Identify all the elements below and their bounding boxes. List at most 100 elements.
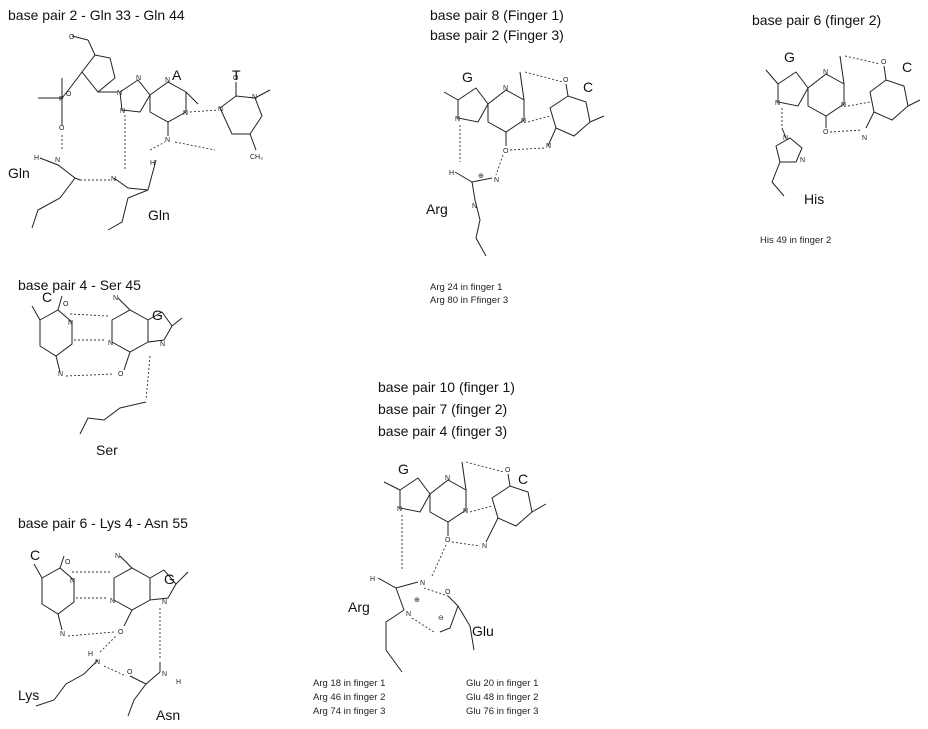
panel-his: base pair 6 (finger 2) N N N O G O N C	[752, 12, 921, 246]
svg-text:H: H	[449, 170, 454, 177]
base-c-label: C	[583, 79, 593, 95]
panel-title-2: base pair 2 (Finger 3)	[430, 27, 564, 43]
glu-label: Glu	[472, 623, 494, 639]
svg-text:H: H	[88, 651, 93, 658]
svg-text:O: O	[69, 34, 75, 41]
panel-title-3: base pair 4 (finger 3)	[378, 423, 507, 439]
gln-left-label: Gln	[8, 165, 30, 181]
svg-text:N: N	[162, 599, 167, 606]
svg-text:O: O	[503, 148, 509, 155]
svg-text:N: N	[136, 75, 141, 82]
svg-text:⊕: ⊕	[414, 597, 420, 604]
arg-note-3: Arg 74 in finger 3	[313, 706, 385, 717]
svg-text:⊕: ⊕	[478, 173, 484, 180]
glu-note-1: Glu 20 in finger 1	[466, 678, 538, 689]
note-2: Arg 80 in Ffinger 3	[430, 295, 508, 306]
arg-label: Arg	[426, 201, 448, 217]
base-g-label: G	[164, 571, 175, 587]
guanine: N N N O G	[383, 461, 468, 544]
note-1: Arg 24 in finger 1	[430, 282, 502, 293]
svg-text:O: O	[63, 301, 69, 308]
cytosine: O N C	[482, 467, 547, 550]
base-c-label: C	[518, 471, 528, 487]
gln-left: H N Gln	[8, 155, 81, 229]
svg-text:N: N	[68, 320, 73, 327]
svg-text:O: O	[118, 629, 124, 636]
guanine: N N O N G	[110, 553, 189, 636]
panel-title: base pair 6 (finger 2)	[752, 12, 881, 28]
svg-text:N: N	[823, 69, 828, 76]
panel-gln: base pair 2 - Gln 33 - Gln 44 P O O O N …	[8, 7, 271, 231]
svg-text:N: N	[521, 118, 526, 125]
panel-title: base pair 4 - Ser 45	[18, 277, 141, 293]
svg-text:N: N	[165, 137, 170, 144]
svg-text:O: O	[881, 59, 887, 66]
svg-text:N: N	[117, 90, 122, 97]
svg-text:O: O	[118, 371, 124, 378]
adenine: N N N N N N A	[117, 67, 199, 144]
base-c-label: C	[30, 547, 40, 563]
base-c-label: C	[42, 289, 52, 305]
svg-text:N: N	[482, 543, 487, 550]
svg-text:O: O	[445, 537, 451, 544]
cytosine: O N C	[546, 77, 605, 150]
svg-text:H: H	[370, 576, 375, 583]
sugar-phosphate: P O O O	[38, 34, 118, 132]
asn-label: Asn	[156, 707, 180, 723]
guanine: N N N O G	[765, 49, 846, 136]
svg-text:N: N	[783, 135, 788, 142]
ser-label: Ser	[96, 442, 118, 458]
svg-text:N: N	[183, 110, 188, 117]
arg-label: Arg	[348, 599, 370, 615]
svg-text:O: O	[127, 669, 133, 676]
arg-note-1: Arg 18 in finger 1	[313, 678, 385, 689]
panel-title: base pair 2 - Gln 33 - Gln 44	[8, 7, 185, 23]
glu-residue: O ⊖ Glu	[438, 589, 494, 651]
svg-text:O: O	[505, 467, 511, 474]
lys-residue: N H Lys	[18, 651, 100, 707]
panel-arg-glu: base pair 10 (finger 1) base pair 7 (fin…	[313, 379, 547, 717]
note: His 49 in finger 2	[760, 235, 831, 246]
svg-text:N: N	[406, 611, 411, 618]
svg-text:N: N	[494, 177, 499, 184]
svg-text:N: N	[115, 553, 120, 560]
svg-text:H: H	[34, 155, 39, 162]
asn-residue: O N H Asn	[127, 662, 181, 723]
svg-text:N: N	[546, 143, 551, 150]
svg-text:H: H	[150, 160, 155, 167]
svg-text:N: N	[70, 578, 75, 585]
svg-text:N: N	[841, 102, 846, 109]
svg-text:N: N	[397, 506, 402, 513]
svg-text:N: N	[95, 659, 100, 666]
lys-label: Lys	[18, 687, 39, 703]
arg-note-2: Arg 46 in finger 2	[313, 692, 385, 703]
svg-text:N: N	[472, 203, 477, 210]
svg-text:N: N	[252, 94, 257, 101]
gln-right-label: Gln	[148, 207, 170, 223]
svg-text:N: N	[503, 85, 508, 92]
svg-text:N: N	[775, 100, 780, 107]
arg-residue: H N N ⊕ Arg	[426, 170, 499, 257]
svg-text:O: O	[59, 125, 65, 132]
svg-text:N: N	[463, 508, 468, 515]
svg-text:N: N	[862, 135, 867, 142]
panel-title-1: base pair 10 (finger 1)	[378, 379, 515, 395]
svg-text:N: N	[165, 77, 170, 84]
svg-text:N: N	[110, 598, 115, 605]
svg-text:N: N	[60, 631, 65, 638]
thymine: N O N CH₃ T	[218, 67, 271, 161]
svg-text:N: N	[108, 340, 113, 347]
svg-text:H: H	[176, 679, 181, 686]
svg-text:N: N	[455, 116, 460, 123]
svg-text:O: O	[445, 589, 451, 596]
panel-arg-finger13: base pair 8 (Finger 1) base pair 2 (Fing…	[426, 7, 605, 306]
panel-title-2: base pair 7 (finger 2)	[378, 401, 507, 417]
svg-text:P: P	[59, 96, 64, 103]
svg-text:N: N	[445, 475, 450, 482]
svg-text:N: N	[420, 580, 425, 587]
base-g-label: G	[398, 461, 409, 477]
base-t-label: T	[232, 67, 241, 83]
svg-text:N: N	[120, 108, 125, 115]
panel-lys-asn: base pair 6 - Lys 4 - Asn 55 N N O C N N…	[18, 515, 189, 723]
svg-text:N: N	[111, 176, 116, 183]
